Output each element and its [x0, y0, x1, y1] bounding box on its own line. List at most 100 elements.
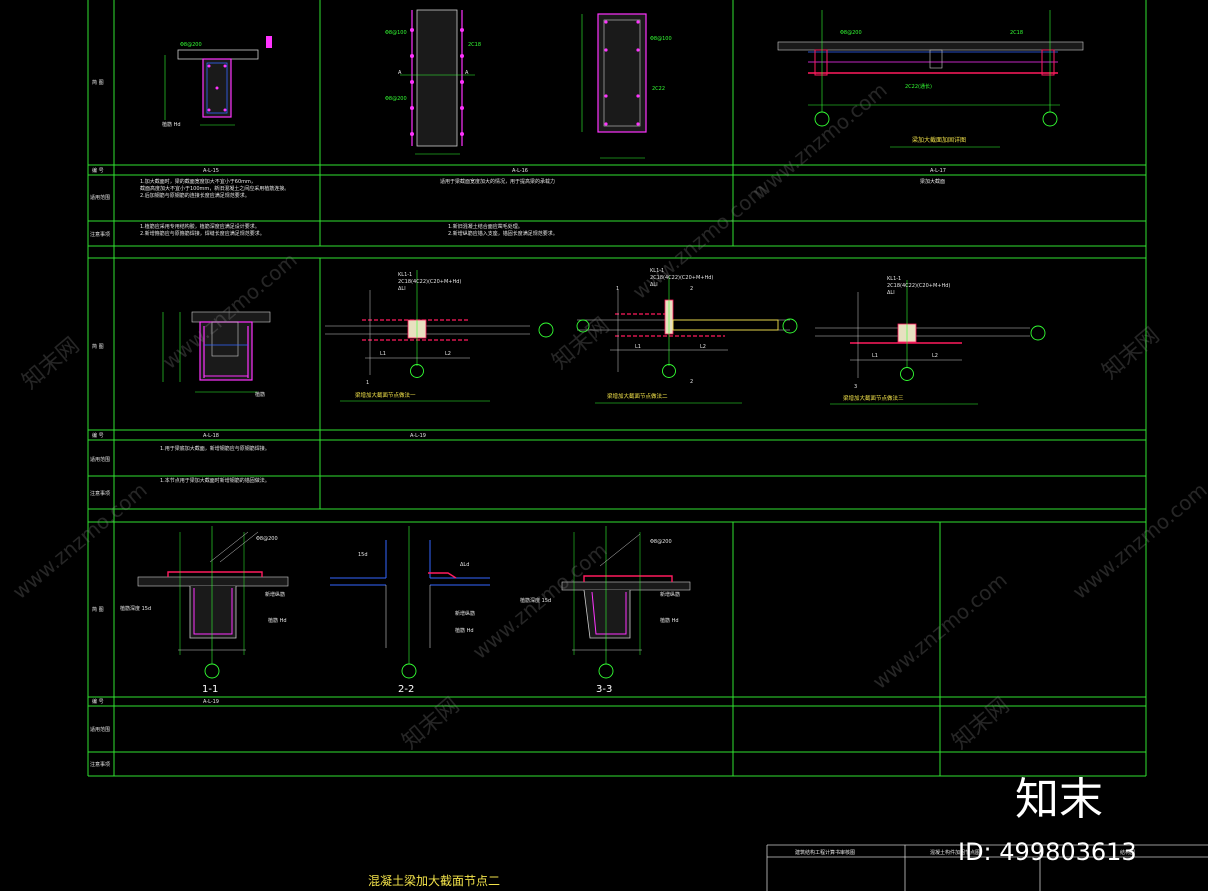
row2-scope-label: 适用范围: [90, 456, 110, 463]
fig-a-l-17: Φ8@200 2C18 2C22(通长) 梁加大截面加固详图: [777, 10, 1084, 148]
fig-a-l-16: Φ8@100 2C18 Φ8@200 A A Φ8@100 2C22: [385, 9, 672, 159]
svg-text:知末网: 知末网: [548, 313, 615, 375]
svg-text:L1: L1: [872, 353, 878, 359]
drawing-title: 混凝土梁加大截面节点二: [368, 873, 500, 888]
row3-number-label: 编 号: [92, 698, 104, 705]
svg-text:知末网: 知末网: [18, 333, 85, 395]
row1-texts: 1.加大截面时，梁的截面宽度加大不宜小于60mm，截面高度加大不宜小于100mm…: [140, 178, 945, 237]
svg-text:2: 2: [690, 286, 693, 292]
fig3-title: 梁加大截面加固详图: [912, 136, 966, 144]
r2-fig-title-2: 梁增加大截面节点做法二: [607, 392, 668, 400]
svg-text:2C22: 2C22: [652, 86, 665, 92]
svg-text:2: 2: [690, 379, 693, 385]
svg-text:Φ8@200: Φ8@200: [385, 96, 407, 102]
code-a-l-17: A-L-17: [930, 168, 946, 174]
svg-text:A: A: [398, 70, 402, 76]
svg-text:2C18(4C22)(C20+M+Hd): 2C18(4C22)(C20+M+Hd): [650, 275, 713, 281]
svg-text:植筋深度 15d: 植筋深度 15d: [520, 597, 551, 604]
row1-diagram-label: 简 图: [92, 79, 104, 86]
row1-scope-1: 1.加大截面时，梁的截面宽度加大不宜小于60mm，截面高度加大不宜小于100mm…: [140, 178, 289, 199]
r2-ann-2: 2C18(4C22)(C20+M+Hd): [398, 279, 461, 285]
row2-notes-1: 1.本节点用于梁加大截面时新增钢筋的锚固做法。: [160, 477, 270, 484]
svg-text:Φ8@100: Φ8@100: [650, 36, 672, 42]
code-a-l-16: A-L-16: [512, 168, 528, 174]
svg-text:www.znzmo.com: www.znzmo.com: [1068, 478, 1208, 604]
row1-notes-1: 1.植筋应采用专用结构胶，植筋深度应满足设计要求。2.新增箍筋应与原箍筋焊接，焊…: [140, 223, 265, 237]
svg-text:Φ8@200: Φ8@200: [256, 536, 278, 542]
svg-text:知末网: 知末网: [948, 693, 1015, 755]
row2-notes-label: 注意事项: [90, 490, 110, 497]
svg-text:ΔLd: ΔLd: [460, 562, 469, 568]
code-a-l-19: A-L-19: [410, 433, 426, 439]
code-row3-a-l-19: A-L-19: [203, 699, 219, 705]
row1-notes-label: 注意事项: [90, 231, 110, 238]
svg-text:植筋 Hd: 植筋 Hd: [455, 627, 474, 634]
svg-text:3: 3: [854, 384, 857, 390]
svg-text:L2: L2: [932, 353, 938, 359]
row1-scope-2: 适用于梁截面宽度加大的情况，用于提高梁的承载力: [440, 178, 555, 185]
svg-text:植筋 Hd: 植筋 Hd: [162, 121, 181, 128]
fig-a-l-19-detail-2: KL1-1 2C18(4C22)(C20+M+Hd) ΔLl 1 2 2 L1 …: [576, 268, 798, 404]
row2-scope-1: 1.用于梁底加大截面，新增钢筋应与原钢筋焊接。: [160, 445, 270, 452]
row2-diagram-label: 简 图: [92, 343, 104, 350]
row2-codes: A-L-18 A-L-19 1.用于梁底加大截面，新增钢筋应与原钢筋焊接。 1.…: [160, 433, 426, 484]
svg-text:ΔLl: ΔLl: [887, 290, 895, 296]
svg-text:Φ8@200: Φ8@200: [180, 42, 202, 48]
svg-text:植筋: 植筋: [255, 391, 265, 398]
section-3-3: Φ8@200 新增纵筋 植筋 Hd 植筋深度 15d 3-3: [520, 526, 691, 695]
svg-text:知末网: 知末网: [398, 693, 465, 755]
svg-text:www.znzmo.com: www.znzmo.com: [748, 78, 892, 204]
svg-text:Φ8@200: Φ8@200: [840, 30, 862, 36]
table-frame: [87, 0, 1147, 777]
row3-scope-label: 适用范围: [90, 726, 110, 733]
svg-text:ΔLl: ΔLl: [650, 282, 658, 288]
title-block-org: 建筑结构工程计算书审核图: [795, 849, 855, 856]
svg-text:www.znzmo.com: www.znzmo.com: [628, 178, 772, 304]
section-1-1: Φ8@200 新增纵筋 植筋 Hd 植筋深度 15d 1-1: [120, 526, 289, 695]
svg-text:植筋 Hd: 植筋 Hd: [660, 617, 679, 624]
row1-scope-label: 适用范围: [90, 194, 110, 201]
svg-text:植筋 Hd: 植筋 Hd: [268, 617, 287, 624]
svg-text:L1: L1: [380, 351, 386, 357]
svg-text:KL1-1: KL1-1: [650, 268, 664, 274]
fig-a-l-18: 植筋: [162, 311, 271, 398]
r2-fig-title-3: 梁增加大截面节点做法三: [843, 394, 904, 402]
section-label-2-2: 2-2: [398, 684, 414, 695]
row3-diagram-label: 简 图: [92, 606, 104, 613]
svg-text:www.znzmo.com: www.znzmo.com: [8, 478, 152, 604]
r2-ann-3: ΔLl: [398, 286, 406, 292]
fig-a-l-19-detail-3: KL1-1 2C18(4C22)(C20+M+Hd) ΔLl L1 L2 3 梁…: [815, 276, 1046, 405]
svg-text:新增纵筋: 新增纵筋: [660, 591, 680, 598]
title-block: 建筑结构工程计算书审核图 混凝土构件加固节点图 结构图: [766, 844, 1208, 891]
svg-text:知末网: 知末网: [1098, 323, 1165, 385]
row1-scope-3: 梁加大截面: [920, 178, 945, 185]
code-a-l-18: A-L-18: [203, 433, 219, 439]
row3-notes-label: 注意事项: [90, 761, 110, 768]
svg-text:1: 1: [366, 380, 369, 386]
row2-number-label: 编 号: [92, 432, 104, 439]
svg-text:L2: L2: [700, 344, 706, 350]
row1-codes: A-L-15 A-L-16 A-L-17: [203, 168, 946, 174]
svg-text:Φ8@100: Φ8@100: [385, 30, 407, 36]
image-id: ID: 499803613: [958, 838, 1137, 866]
svg-text:新增纵筋: 新增纵筋: [265, 591, 285, 598]
svg-text:L2: L2: [445, 351, 451, 357]
title-block-sheet: 结构图: [1120, 849, 1135, 856]
r2-fig-title-1: 梁增加大截面节点做法一: [355, 391, 416, 399]
row-labels: 简 图 编 号 适用范围 注意事项 简 图 编 号 适用范围 注意事项 简 图 …: [90, 79, 110, 768]
fig-a-l-15: Φ8@200 植筋 Hd: [162, 36, 272, 128]
code-a-l-15: A-L-15: [203, 168, 219, 174]
brand-logo: 知末: [1015, 774, 1103, 825]
svg-text:KL1-1: KL1-1: [887, 276, 901, 282]
svg-text:Φ8@200: Φ8@200: [650, 539, 672, 545]
svg-text:新增纵筋: 新增纵筋: [455, 610, 475, 617]
fig-a-l-19-detail-1: KL1-1 2C18(4C22)(C20+M+Hd) ΔLl L1 L2 1 梁…: [325, 270, 554, 402]
title-block-item: 混凝土构件加固节点图: [930, 849, 980, 856]
svg-text:A: A: [465, 70, 469, 76]
svg-text:植筋深度 15d: 植筋深度 15d: [120, 605, 151, 612]
section-2-2: 15d ΔLd 新增纵筋 植筋 Hd 2-2: [330, 526, 490, 695]
section-label-1-1: 1-1: [202, 684, 218, 695]
svg-text:2C18: 2C18: [1010, 30, 1023, 36]
row1-number-label: 编 号: [92, 167, 104, 174]
